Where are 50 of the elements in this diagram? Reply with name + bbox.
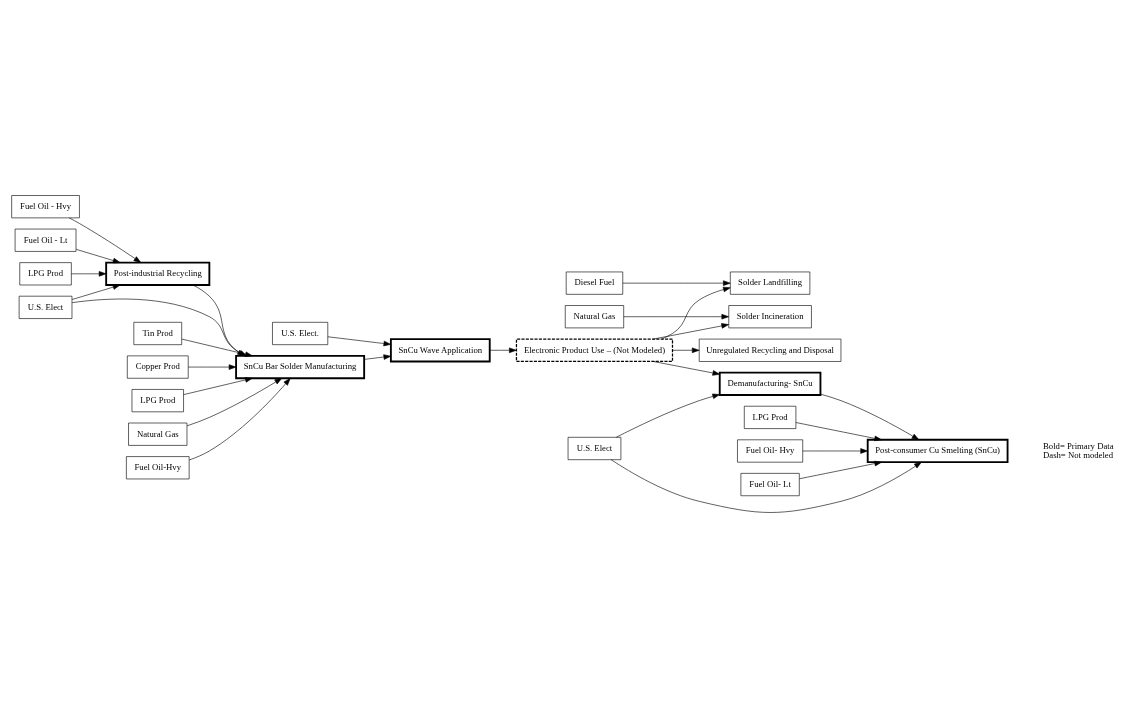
label: Bold= Primary Data [1043, 440, 1114, 451]
node-box: SnCu Wave Application [389, 337, 491, 362]
node-box: LPG Prod [19, 261, 72, 285]
node-box: Diesel Fuel [565, 271, 624, 295]
node-box: Copper Prod [127, 355, 189, 379]
node-box: Fuel Oil - Hvy [11, 194, 80, 218]
arrow [183, 376, 253, 395]
node-box: Fuel Oil- Hvy [737, 439, 804, 462]
node-box: Fuel Oil - Lt [14, 228, 77, 252]
arrow [661, 286, 731, 339]
node-box: Solder Incineration [728, 304, 812, 328]
arrow [71, 283, 121, 300]
node-box: Unregulated Recycling and Disposal [698, 338, 842, 362]
arrow [71, 270, 107, 276]
node-box: Post-consumer Cu Smelting (SnCu) [866, 438, 1009, 463]
node-box: Fuel Oil- Lt [740, 472, 800, 496]
arrow [802, 447, 868, 454]
arrow [820, 393, 920, 440]
node-box: LPG Prod [744, 405, 797, 429]
node-box: Demanufacturing- SnCu [718, 371, 822, 396]
arrow [186, 377, 283, 426]
node-box: SnCu Bar Solder Manufacturing [235, 354, 366, 379]
arrow [489, 347, 517, 353]
arrow [364, 353, 391, 360]
node-box: Tin Prod [133, 321, 182, 345]
arrow [672, 347, 700, 353]
node-box: LPG Prod [131, 388, 184, 412]
node-box: U.S. Elect [18, 295, 73, 319]
node-box: Natural Gas [128, 422, 188, 446]
node-box: U.S. Elect [567, 436, 622, 460]
label: Dash= Not modeled [1043, 449, 1114, 460]
arrow [623, 313, 729, 319]
node-box: U.S. Elect. [272, 321, 329, 345]
node-box: Solder Landfilling [730, 271, 811, 295]
arrow [653, 322, 729, 339]
arrow [68, 217, 142, 263]
arrow [622, 279, 731, 286]
node-box: Post-industrial Recycling [105, 261, 211, 286]
arrow [610, 458, 922, 513]
arrow [795, 421, 882, 441]
node-box: Natural Gas [564, 304, 624, 328]
arrow [188, 377, 291, 460]
node-box: Fuel Oil-Hvy [126, 455, 190, 479]
arrow [799, 460, 882, 479]
arrow [327, 335, 391, 346]
arrow [616, 393, 720, 438]
arrow [653, 360, 720, 376]
node-box: Electronic Product Use – (Not Modeled) [515, 337, 674, 362]
arrow [188, 363, 237, 370]
arrow [75, 248, 121, 263]
